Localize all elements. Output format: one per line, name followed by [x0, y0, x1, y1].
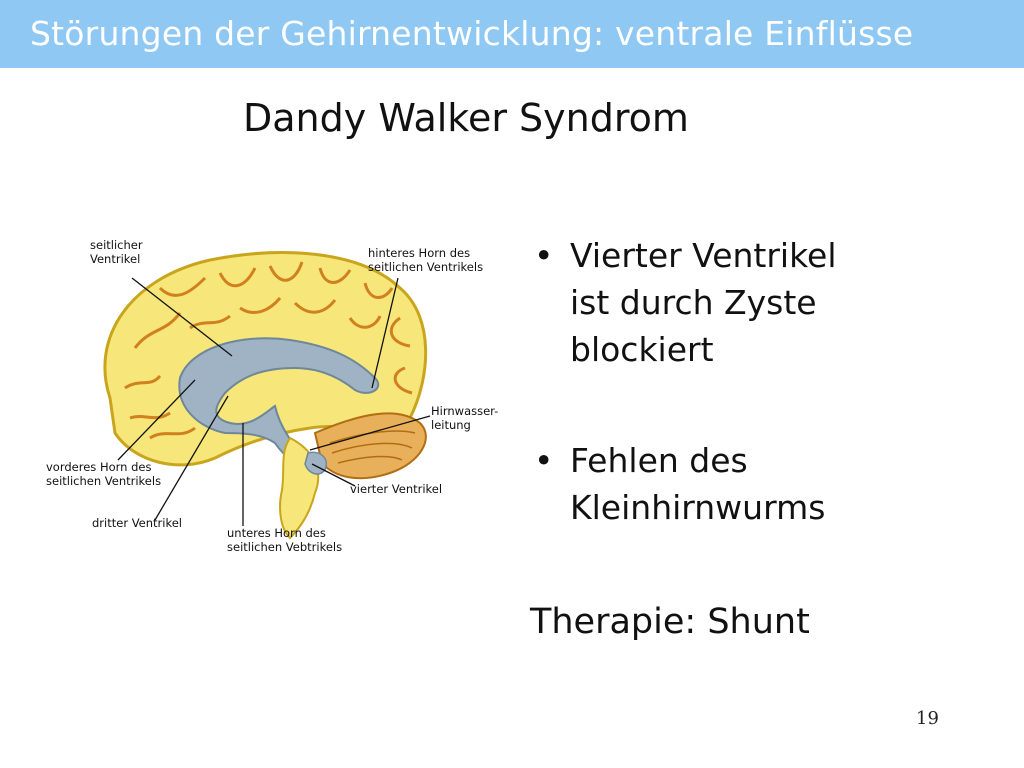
- fourth-ventricle-shape: [304, 451, 327, 475]
- brain-illustration: [103, 251, 431, 540]
- bullet-list: • Vierter Ventrikel ist durch Zyste bloc…: [534, 232, 994, 595]
- slide-title: Dandy Walker Syndrom: [243, 96, 689, 140]
- brain-diagram: seitlicher Ventrikel hinteres Horn des s…: [40, 228, 520, 568]
- label-posterior-horn: hinteres Horn des seitlichen Ventrikels: [368, 246, 484, 274]
- label-inferior-horn: unteres Horn des seitlichen Vebtrikels: [227, 526, 343, 554]
- bullet-item: • Vierter Ventrikel ist durch Zyste bloc…: [534, 232, 994, 373]
- header-bar: Störungen der Gehirnentwicklung: ventral…: [0, 0, 1024, 68]
- label-third-ventricle: dritter Ventrikel: [92, 516, 182, 530]
- leader-lines: [117, 277, 431, 526]
- label-fourth-ventricle: vierter Ventrikel: [350, 482, 443, 496]
- label-anterior-horn: vorderes Horn des seitlichen Ventrikels: [46, 460, 162, 488]
- header-title: Störungen der Gehirnentwicklung: ventral…: [30, 14, 914, 53]
- bullet-marker: •: [534, 236, 554, 275]
- page-number: 19: [916, 708, 939, 729]
- cerebellum-folia: [329, 430, 416, 464]
- therapy-text: Therapie: Shunt: [530, 602, 810, 642]
- label-lateral-ventricle: seitlicher Ventrikel: [90, 238, 143, 266]
- bullet-marker: •: [534, 441, 554, 480]
- ventricle-shape: [178, 337, 380, 466]
- bullet-item: • Fehlen des Kleinhirnwurms: [534, 437, 994, 531]
- label-aqueduct: Hirnwasser- leitung: [431, 404, 499, 432]
